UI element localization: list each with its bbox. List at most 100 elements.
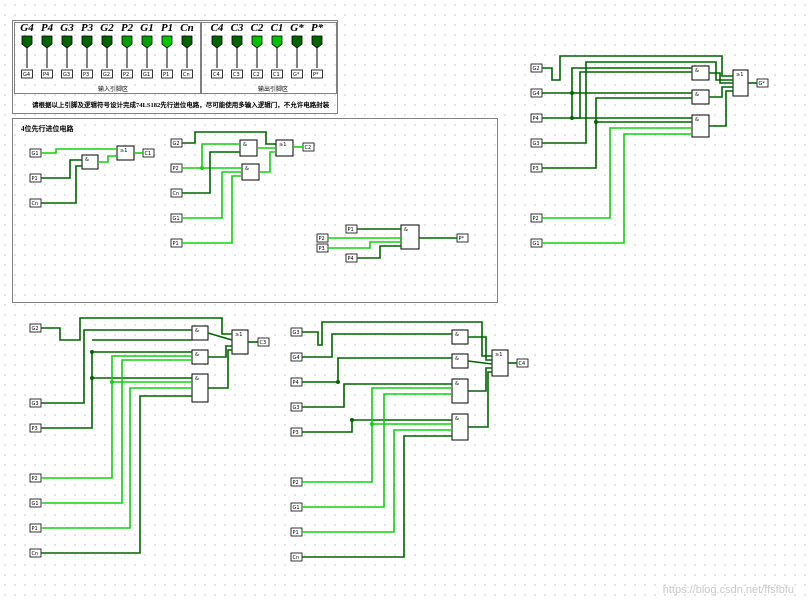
input-pin-name-1: P4: [40, 22, 54, 34]
p-in-p1-label: P1: [348, 227, 354, 233]
output-pin-5-tag: [311, 69, 323, 79]
c1-out-label: C1: [145, 151, 152, 157]
c3-and-gate-2-symbol: &: [195, 352, 199, 358]
wire-junction: [336, 380, 340, 384]
output-pin-5-tag-label: P*: [313, 72, 319, 78]
output-pin-0-tag: [211, 69, 223, 79]
c3-in-6-label: Cn: [32, 551, 39, 557]
design-instruction-text: 请根据以上引脚及逻辑符号设计完成74LS182先行进位电路，尽可能使用多输入逻辑…: [32, 102, 330, 109]
c3-in-1-label: G3: [32, 401, 39, 407]
c4-in-8-label: Cn: [293, 555, 300, 561]
c3-out-label: C3: [260, 340, 267, 346]
p-in-p4-label: P4: [348, 256, 354, 262]
wire: [41, 317, 232, 341]
c1-and-gate-symbol: &: [85, 157, 89, 163]
wire: [709, 72, 733, 84]
input-pin-name-0: G4: [20, 22, 34, 34]
wire: [357, 245, 401, 259]
input-pin-2-tag-label: G3: [63, 72, 70, 78]
wire-junction: [90, 350, 94, 354]
wire: [41, 148, 117, 154]
output-area-label: 输出引脚区: [258, 87, 289, 93]
input-pin-name-2: G3: [60, 22, 74, 34]
wire: [41, 351, 192, 429]
wire: [41, 355, 192, 479]
c1-in-cn-label: Cn: [32, 201, 39, 207]
output-pin-name-1: C3: [230, 22, 244, 34]
p-and-gate-symbol: &: [404, 227, 408, 233]
wire: [302, 429, 452, 533]
output-pin-0-tag-label: C4: [213, 72, 220, 78]
c3-in-5-label: P1: [32, 526, 38, 532]
carry-circuit-section: [12, 118, 498, 303]
input-pin-6-tag-label: G1: [143, 72, 150, 78]
watermark: https://blog.csdn.net/ffsfbfu: [662, 584, 794, 596]
g-in-5-label: P2: [533, 216, 539, 222]
wire-junction: [350, 418, 354, 422]
input-pin-8-icon: [181, 35, 193, 49]
input-pin-name-8: Cn: [180, 22, 194, 34]
c3-in-3-label: P2: [32, 476, 38, 482]
c1-or-gate-symbol: ≥1: [120, 148, 127, 154]
wire: [468, 367, 492, 392]
wire: [41, 159, 82, 179]
p-out-label: P*: [459, 236, 465, 242]
c4-and-gate-2-symbol: &: [455, 356, 459, 362]
g-out-label: G*: [759, 81, 766, 87]
wire: [302, 333, 452, 358]
wire: [302, 393, 452, 508]
input-pin-7-tag-label: P1: [163, 72, 169, 78]
g-in-0-label: G2: [533, 66, 540, 72]
wire: [302, 383, 452, 408]
input-pin-3-icon: [81, 35, 93, 49]
wire: [208, 345, 232, 358]
g-in-6-label: G1: [533, 241, 540, 247]
c4-or-gate-symbol: ≥1: [495, 352, 502, 358]
g-and-gate-2-symbol: &: [695, 92, 699, 98]
c2-or-gate-symbol: ≥1: [279, 142, 286, 148]
input-pin-7-icon: [161, 35, 173, 49]
section-title: 4位先行进位电路: [21, 125, 74, 133]
wire: [571, 93, 692, 119]
c4-and-gate-4-symbol: &: [455, 416, 459, 422]
wire: [41, 165, 82, 204]
c3-and-gate-1-symbol: &: [195, 328, 199, 334]
input-pin-name-6: G1: [140, 22, 154, 34]
input-pin-0-tag-label: G4: [23, 72, 30, 78]
wire: [41, 395, 192, 554]
c4-in-3-label: G3: [293, 405, 300, 411]
c2-in-g2-label: G2: [173, 141, 180, 147]
input-pin-name-7: P1: [160, 22, 174, 34]
wire: [182, 171, 242, 219]
p-in-p3-label: P3: [319, 246, 325, 252]
input-pin-1-tag: [41, 69, 53, 79]
input-pin-name-3: P3: [80, 22, 94, 34]
output-pin-name-3: C1: [270, 22, 284, 34]
c4-in-1-label: G4: [293, 355, 300, 361]
input-pin-0-icon: [21, 35, 33, 49]
input-pin-2-icon: [61, 35, 73, 49]
wire: [302, 419, 452, 433]
c1-in-g1-label: G1: [32, 151, 39, 157]
pin-toolbox-panel: [12, 20, 338, 114]
output-pin-4-tag-label: G*: [293, 72, 300, 78]
input-pin-3-tag-label: P3: [83, 72, 89, 78]
g-in-2-label: P4: [533, 116, 539, 122]
output-pin-3-icon: [271, 35, 283, 49]
wire: [182, 143, 240, 169]
c4-in-2-label: P4: [293, 380, 299, 386]
input-pin-name-5: P2: [120, 22, 134, 34]
c4-in-5-label: P2: [293, 480, 299, 486]
output-pin-name-5: P*: [310, 22, 324, 34]
wire: [709, 86, 733, 98]
wire: [208, 349, 232, 389]
output-pin-name-4: G*: [290, 22, 304, 34]
wire: [207, 332, 233, 341]
output-pin-5-icon: [311, 35, 323, 49]
output-pin-name-2: C2: [250, 22, 264, 34]
output-pin-4-icon: [291, 35, 303, 49]
wire: [468, 371, 492, 428]
output-pin-3-tag: [271, 69, 283, 79]
c4-and-gate-1-symbol: &: [455, 332, 459, 338]
wire: [182, 131, 276, 145]
